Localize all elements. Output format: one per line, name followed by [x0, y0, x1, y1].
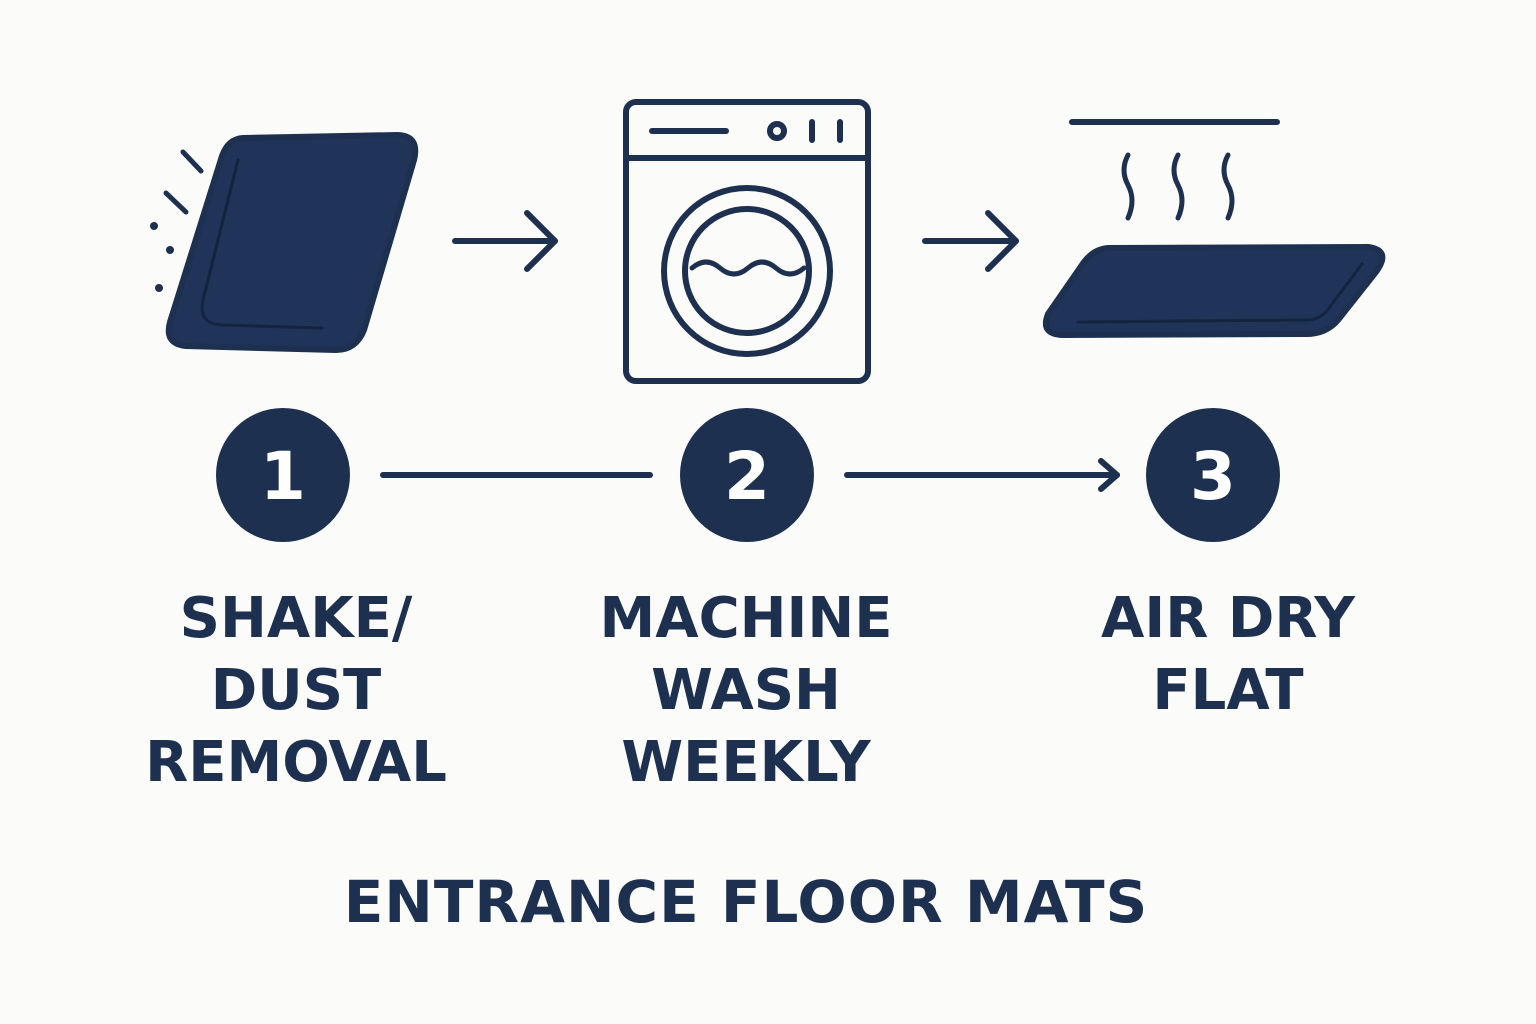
flat-drying-mat-icon — [1042, 119, 1386, 338]
step-label-line: WEEKLY — [621, 730, 871, 795]
step-label-line: REMOVAL — [145, 730, 447, 795]
step-number-badge: 1 — [216, 408, 350, 542]
step-number-badge: 3 — [1146, 408, 1280, 542]
step-label: SHAKE/ DUST REMOVAL — [116, 583, 476, 799]
step-label-line: FLAT — [1152, 658, 1304, 723]
arrow-icon — [922, 210, 1019, 272]
step-label-line: DUST — [210, 658, 382, 723]
step-connector — [380, 458, 1120, 492]
steam-icon — [1121, 152, 1235, 221]
svg-text:3: 3 — [1190, 438, 1236, 515]
svg-text:1: 1 — [260, 438, 306, 515]
step-label: MACHINE WASH WEEKLY — [566, 583, 926, 799]
step-label-line: AIR DRY — [1101, 586, 1355, 651]
shaking-mat-icon — [150, 132, 419, 353]
step-label-line: MACHINE — [599, 586, 893, 651]
arrow-icon — [452, 210, 558, 272]
step-label: AIR DRY FLAT — [1048, 583, 1408, 727]
dust-particles — [150, 222, 174, 292]
dust-motion-lines — [163, 149, 204, 215]
svg-text:2: 2 — [724, 438, 770, 515]
step-number-badge: 2 — [680, 408, 814, 542]
step-label-line: WASH — [651, 658, 841, 723]
step-label-line: SHAKE/ — [179, 586, 413, 651]
diagram-title: ENTRANCE FLOOR MATS — [343, 868, 1149, 936]
washing-machine-icon — [623, 99, 871, 384]
